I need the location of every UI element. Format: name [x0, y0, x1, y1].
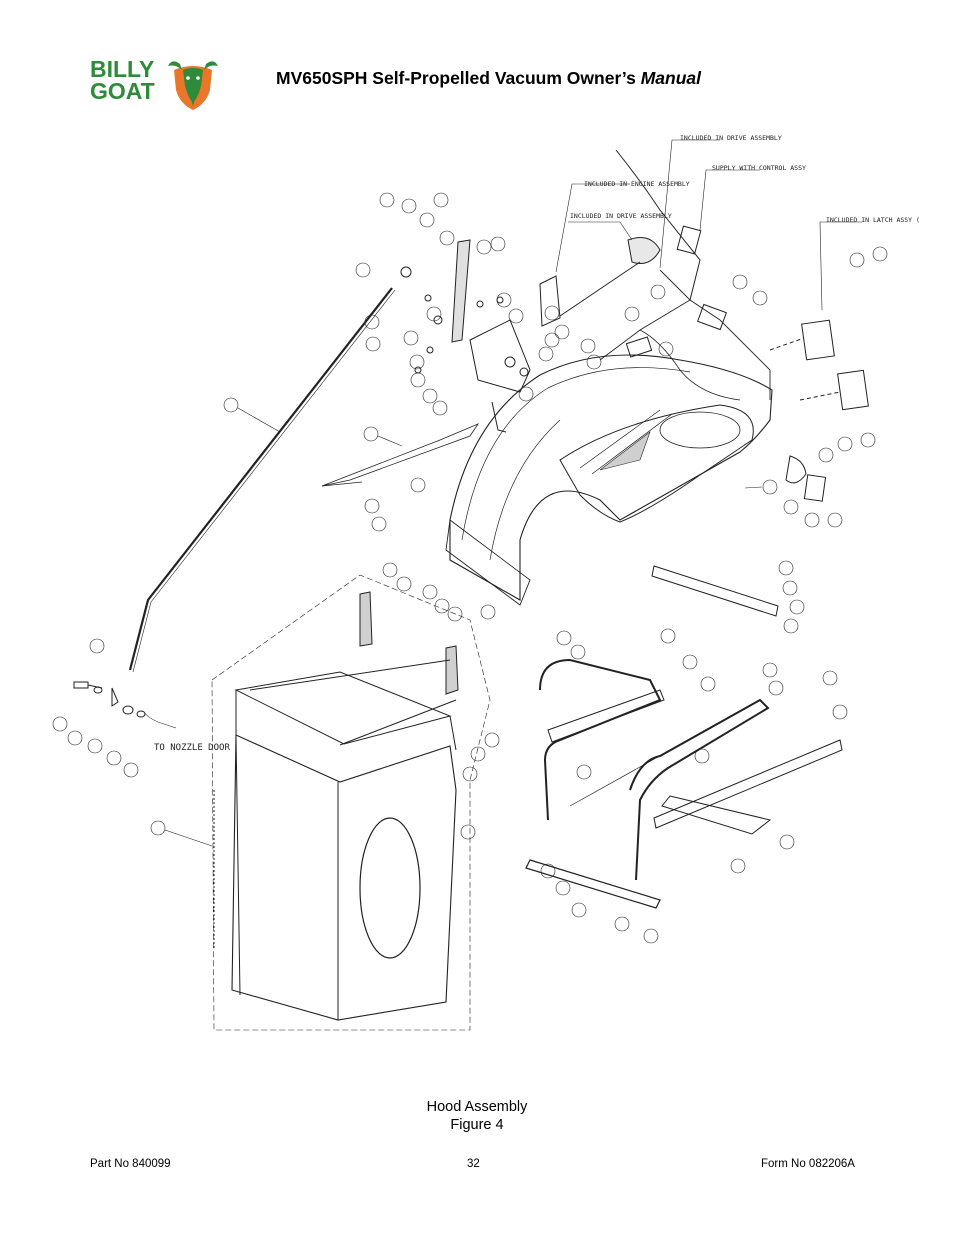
note-nozzle-door: TO NOZZLE DOOR — [154, 743, 230, 753]
collection-bag — [211, 574, 491, 1031]
deflector-strip — [321, 423, 480, 487]
part-number: Part No 840099 — [90, 1158, 171, 1170]
page-number: 32 — [467, 1158, 480, 1170]
figure-number: Figure 4 — [450, 1117, 504, 1133]
logo-wordmark: BILLY GOAT — [90, 56, 155, 104]
rod-part — [128, 287, 393, 671]
page-title: MV650SPH Self-Propelled Vacuum Owner’s M… — [276, 68, 701, 89]
figure-title: Hood Assembly — [426, 1099, 528, 1115]
note-drive-assembly-mid: INCLUDED IN DRIVE ASSEMBLY — [570, 212, 672, 220]
billy-goat-logo: BILLY GOAT — [90, 58, 220, 112]
note-latch-assy: INCLUDED IN LATCH ASSY (ITEM NO. 190) — [826, 216, 920, 224]
hood-housing — [445, 269, 773, 606]
logo-line2: GOAT — [90, 78, 155, 104]
latch-assembly — [769, 319, 869, 502]
side-plate-assembly — [400, 237, 661, 433]
form-number: Form No 082206A — [761, 1158, 855, 1170]
title-main: MV650SPH Self-Propelled Vacuum Owner’s — [276, 68, 641, 88]
note-drive-assembly-top: INCLUDED IN DRIVE ASSEMBLY — [680, 134, 782, 142]
part-callouts — [52, 192, 888, 944]
diagram-notes: INCLUDED IN DRIVE ASSEMBLY SUPPLY WITH C… — [143, 134, 920, 753]
control-cable — [615, 149, 701, 301]
control-lever — [676, 225, 702, 255]
logo-line1: BILLY — [90, 56, 155, 82]
note-supply-control: SUPPLY WITH CONTROL ASSY — [712, 164, 806, 172]
rod-part-edge — [132, 289, 396, 673]
title-italic: Manual — [640, 68, 702, 88]
hood-assembly-diagram: INCLUDED IN DRIVE ASSEMBLY SUPPLY WITH C… — [52, 134, 920, 1031]
frame-assembly — [525, 565, 843, 909]
rod-hardware — [73, 681, 146, 718]
note-engine-assembly: INCLUDED IN ENGINE ASSEMBLY — [584, 180, 690, 188]
goat-shield-icon — [168, 61, 218, 110]
